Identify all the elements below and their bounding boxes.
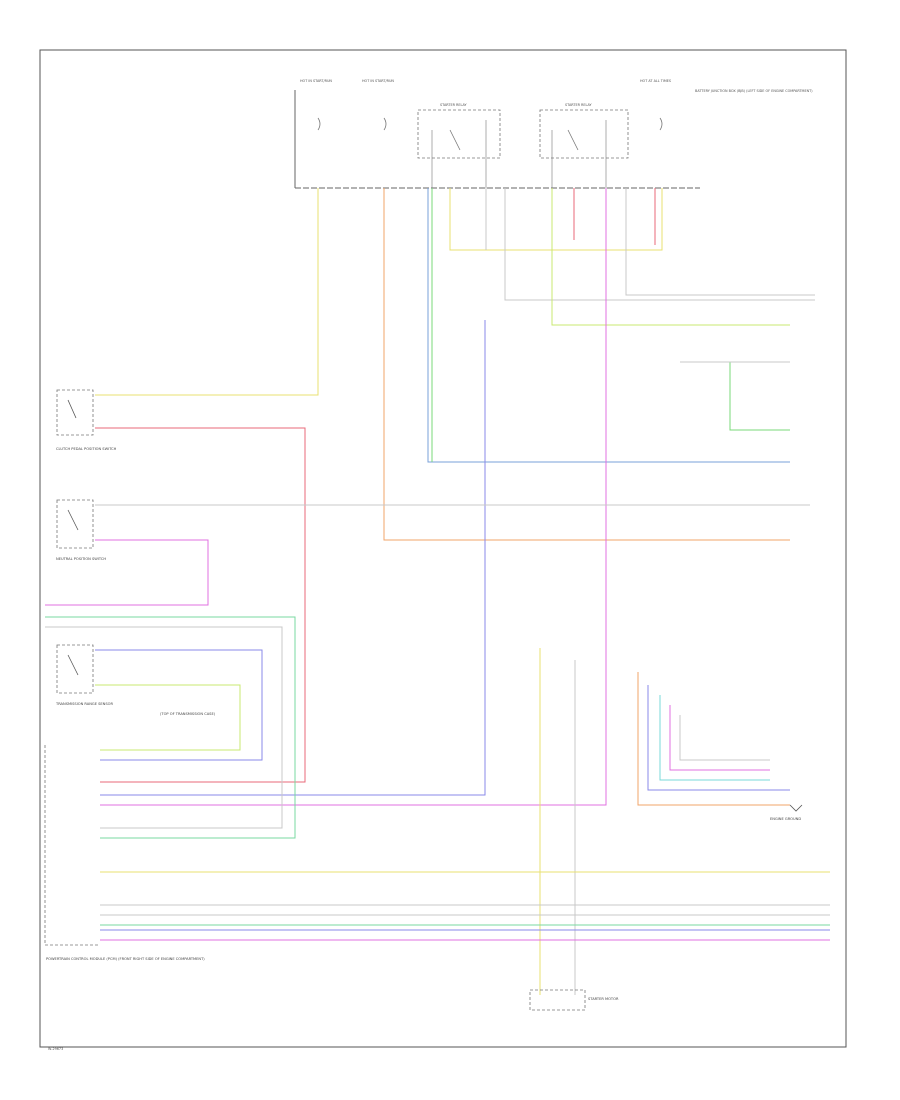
ground-icon: ENGINE GROUND [770, 804, 803, 821]
fuse-label-3: HOT AT ALL TIMES [640, 79, 671, 83]
relay-2: STARTER RELAY [539, 103, 629, 188]
pcm-module: POWERTRAIN CONTROL MODULE (PCM) (FRONT R… [44, 745, 205, 961]
diagram-frame [39, 49, 847, 1048]
fuse-label-1: HOT IN START/RUN [300, 79, 332, 83]
svg-text:NEUTRAL POSITION SWITCH: NEUTRAL POSITION SWITCH [56, 557, 106, 561]
svg-text:(TOP OF TRANSMISSION CASE): (TOP OF TRANSMISSION CASE) [160, 712, 216, 716]
fuse-icon [317, 117, 321, 131]
neutral-switch: NEUTRAL POSITION SWITCH [56, 499, 106, 561]
trans-range-sensor: TRANSMISSION RANGE SENSOR (TOP OF TRANSM… [55, 644, 216, 716]
svg-text:TRANSMISSION RANGE SENSOR: TRANSMISSION RANGE SENSOR [55, 702, 113, 706]
starter-motor: STARTER MOTOR [529, 989, 619, 1011]
svg-text:POWERTRAIN CONTROL MODULE (PCM: POWERTRAIN CONTROL MODULE (PCM) (FRONT R… [46, 957, 205, 961]
wire-group [45, 188, 830, 995]
battery-junction-box: HOT IN START/RUN HOT IN START/RUN HOT AT… [294, 79, 813, 189]
svg-text:STARTER RELAY: STARTER RELAY [565, 103, 593, 107]
svg-text:STARTER MOTOR: STARTER MOTOR [588, 997, 619, 1001]
svg-text:CLUTCH PEDAL POSITION SWITCH: CLUTCH PEDAL POSITION SWITCH [56, 447, 117, 451]
svg-text:STARTER RELAY: STARTER RELAY [440, 103, 468, 107]
fuse-icon [659, 117, 663, 131]
fuse-icon [383, 117, 387, 131]
svg-text:ENGINE GROUND: ENGINE GROUND [770, 817, 801, 821]
relay-1: STARTER RELAY [417, 103, 501, 188]
fuse-label-2: HOT IN START/RUN [362, 79, 394, 83]
clutch-switch: CLUTCH PEDAL POSITION SWITCH [56, 389, 117, 451]
sheet-reference: W-29673 [48, 1047, 63, 1051]
fuse-box-label: BATTERY JUNCTION BOX (BJB) (LEFT SIDE OF… [695, 89, 813, 93]
